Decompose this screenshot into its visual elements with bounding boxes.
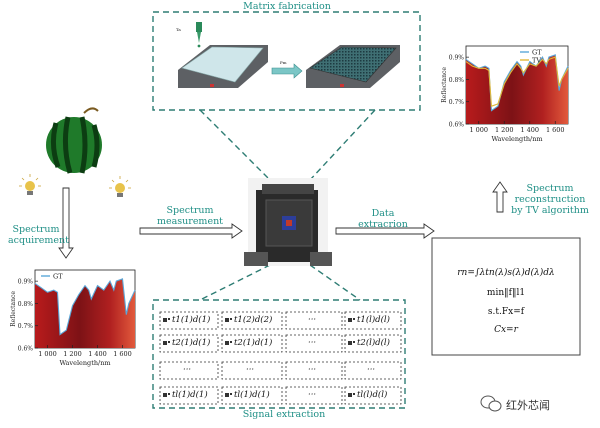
spectrum-measurement-label-1: Spectrum (166, 205, 214, 216)
matrix-cell: ··· (308, 365, 317, 375)
matrix-fabrication-label: Matrix fabrication (243, 1, 331, 12)
y-tick-label: 0.7% (449, 99, 465, 106)
x-tick-label: 1 200 (63, 350, 82, 358)
y-tick-label: 0.9% (18, 279, 34, 286)
chart-acquired-spectrum: 0.6% 0.7% 0.8% 0.9% 1 000 1 200 1 400 1 600Wave… (10, 269, 136, 367)
series-line-GT (465, 54, 569, 112)
signal-extraction-label: Signal extraction (242, 409, 326, 420)
equations-box (431, 237, 581, 356)
pipette-icon (196, 22, 202, 48)
x-axis-label: Wavelength/nm (59, 359, 110, 367)
spectrum-reconstruction-label-3: by TV algorithm (511, 205, 589, 216)
pixel-icons (163, 318, 355, 397)
matrix-cell: t1(1)d(1) (172, 315, 211, 325)
matrix-cell: ··· (308, 315, 317, 325)
matrix-fabrication-panel (152, 11, 421, 111)
arrow-right-measurement (139, 223, 243, 239)
matrix-cell: tl(l)d(l) (357, 390, 388, 400)
pipette-tag-label: Ta (176, 27, 181, 32)
fabrication-arrow (271, 63, 303, 79)
x-axis-label: Wavelength/nm (491, 135, 542, 143)
matrix-cell: ··· (246, 365, 255, 375)
spectrometer-camera (244, 178, 332, 266)
y-axis-label: Reflectance (10, 291, 17, 327)
data-extraction-label-1: Data (371, 208, 395, 219)
x-tick-label: 1 400 (88, 350, 107, 358)
equation-line-3: s.t.Fx=f (487, 307, 525, 317)
x-tick-label: 1 400 (520, 126, 539, 134)
matrix-cell: t2(l)d(l) (357, 338, 390, 348)
pump-tag-label: Pm (280, 60, 287, 65)
y-tick-label: 0.6% (449, 122, 465, 129)
arrow-down (58, 187, 74, 259)
matrix-cell-borders (159, 311, 402, 405)
matrix-cell: ··· (308, 338, 317, 348)
x-tick-label: 1 200 (495, 126, 514, 134)
spectrum-acquirement-label-1: Spectrum (12, 224, 60, 235)
arrow-right-extraction (335, 223, 435, 239)
matrix-cell: ··· (183, 365, 192, 375)
y-tick-label: 0.8% (18, 301, 34, 308)
series-line-TV (465, 56, 569, 107)
data-extraction-label-2: extracrion (358, 219, 408, 230)
series-area-GT (466, 54, 568, 124)
spectrum-reconstruction-label-2: reconstruction (514, 194, 586, 205)
matrix-cell: t2(1)d(1) (172, 338, 211, 348)
spectrum-reconstruction-label-1: Spectrum (526, 183, 574, 194)
x-tick-label: 1 000 (469, 126, 488, 134)
wechat-icon (480, 395, 502, 412)
watermelon-icon (46, 107, 102, 174)
signal-extraction-panel (152, 299, 406, 409)
light-bulb-icon-left (19, 174, 41, 195)
y-tick-label: 0.6% (18, 346, 34, 353)
legend-label: GT (532, 49, 542, 57)
matrix-cell: tl(1)d(1) (234, 390, 270, 400)
x-tick-label: 1 600 (546, 126, 565, 134)
y-tick-label: 0.7% (18, 323, 34, 330)
legend-label: TV (532, 57, 541, 65)
patterned-plate (306, 45, 400, 88)
x-tick-label: 1 600 (113, 350, 132, 358)
matrix-cell: t2(1)d(1) (234, 338, 273, 348)
matrix-cell: ··· (308, 390, 317, 400)
series-line-GT (34, 278, 136, 336)
matrix-cell: tl(1)d(1) (172, 390, 208, 400)
legend-label: GT (53, 273, 63, 281)
equation-line-2: min‖f‖l1 (486, 288, 526, 298)
arrow-up (492, 181, 508, 213)
spectrum-acquirement-label-2: acquirement (8, 235, 69, 246)
x-tick-label: 1 000 (38, 350, 57, 358)
y-tick-label: 0.9% (449, 55, 465, 62)
y-axis-label: Reflectance (441, 67, 448, 103)
matrix-cell: ··· (367, 365, 376, 375)
spectrum-measurement-label-2: measurement (156, 216, 224, 227)
matrix-cell: t1(2)d(2) (234, 315, 273, 325)
clear-plate (178, 45, 268, 88)
watermark-text: 红外芯闻 (506, 399, 550, 412)
y-tick-label: 0.8% (449, 77, 465, 84)
series-area-GT (35, 278, 135, 348)
equation-line-1: rn=∫λtn(λ)s(λ)d(λ)dλ (457, 268, 555, 278)
matrix-cell: t1(l)d(l) (357, 315, 390, 325)
equation-line-4: Cx=r (494, 325, 518, 335)
chart-reconstructed-spectrum: 0.6% 0.7% 0.8% 0.9% 1 000 1 200 1 400 1 600Wave… (441, 45, 569, 143)
light-bulb-icon-right (109, 176, 131, 197)
